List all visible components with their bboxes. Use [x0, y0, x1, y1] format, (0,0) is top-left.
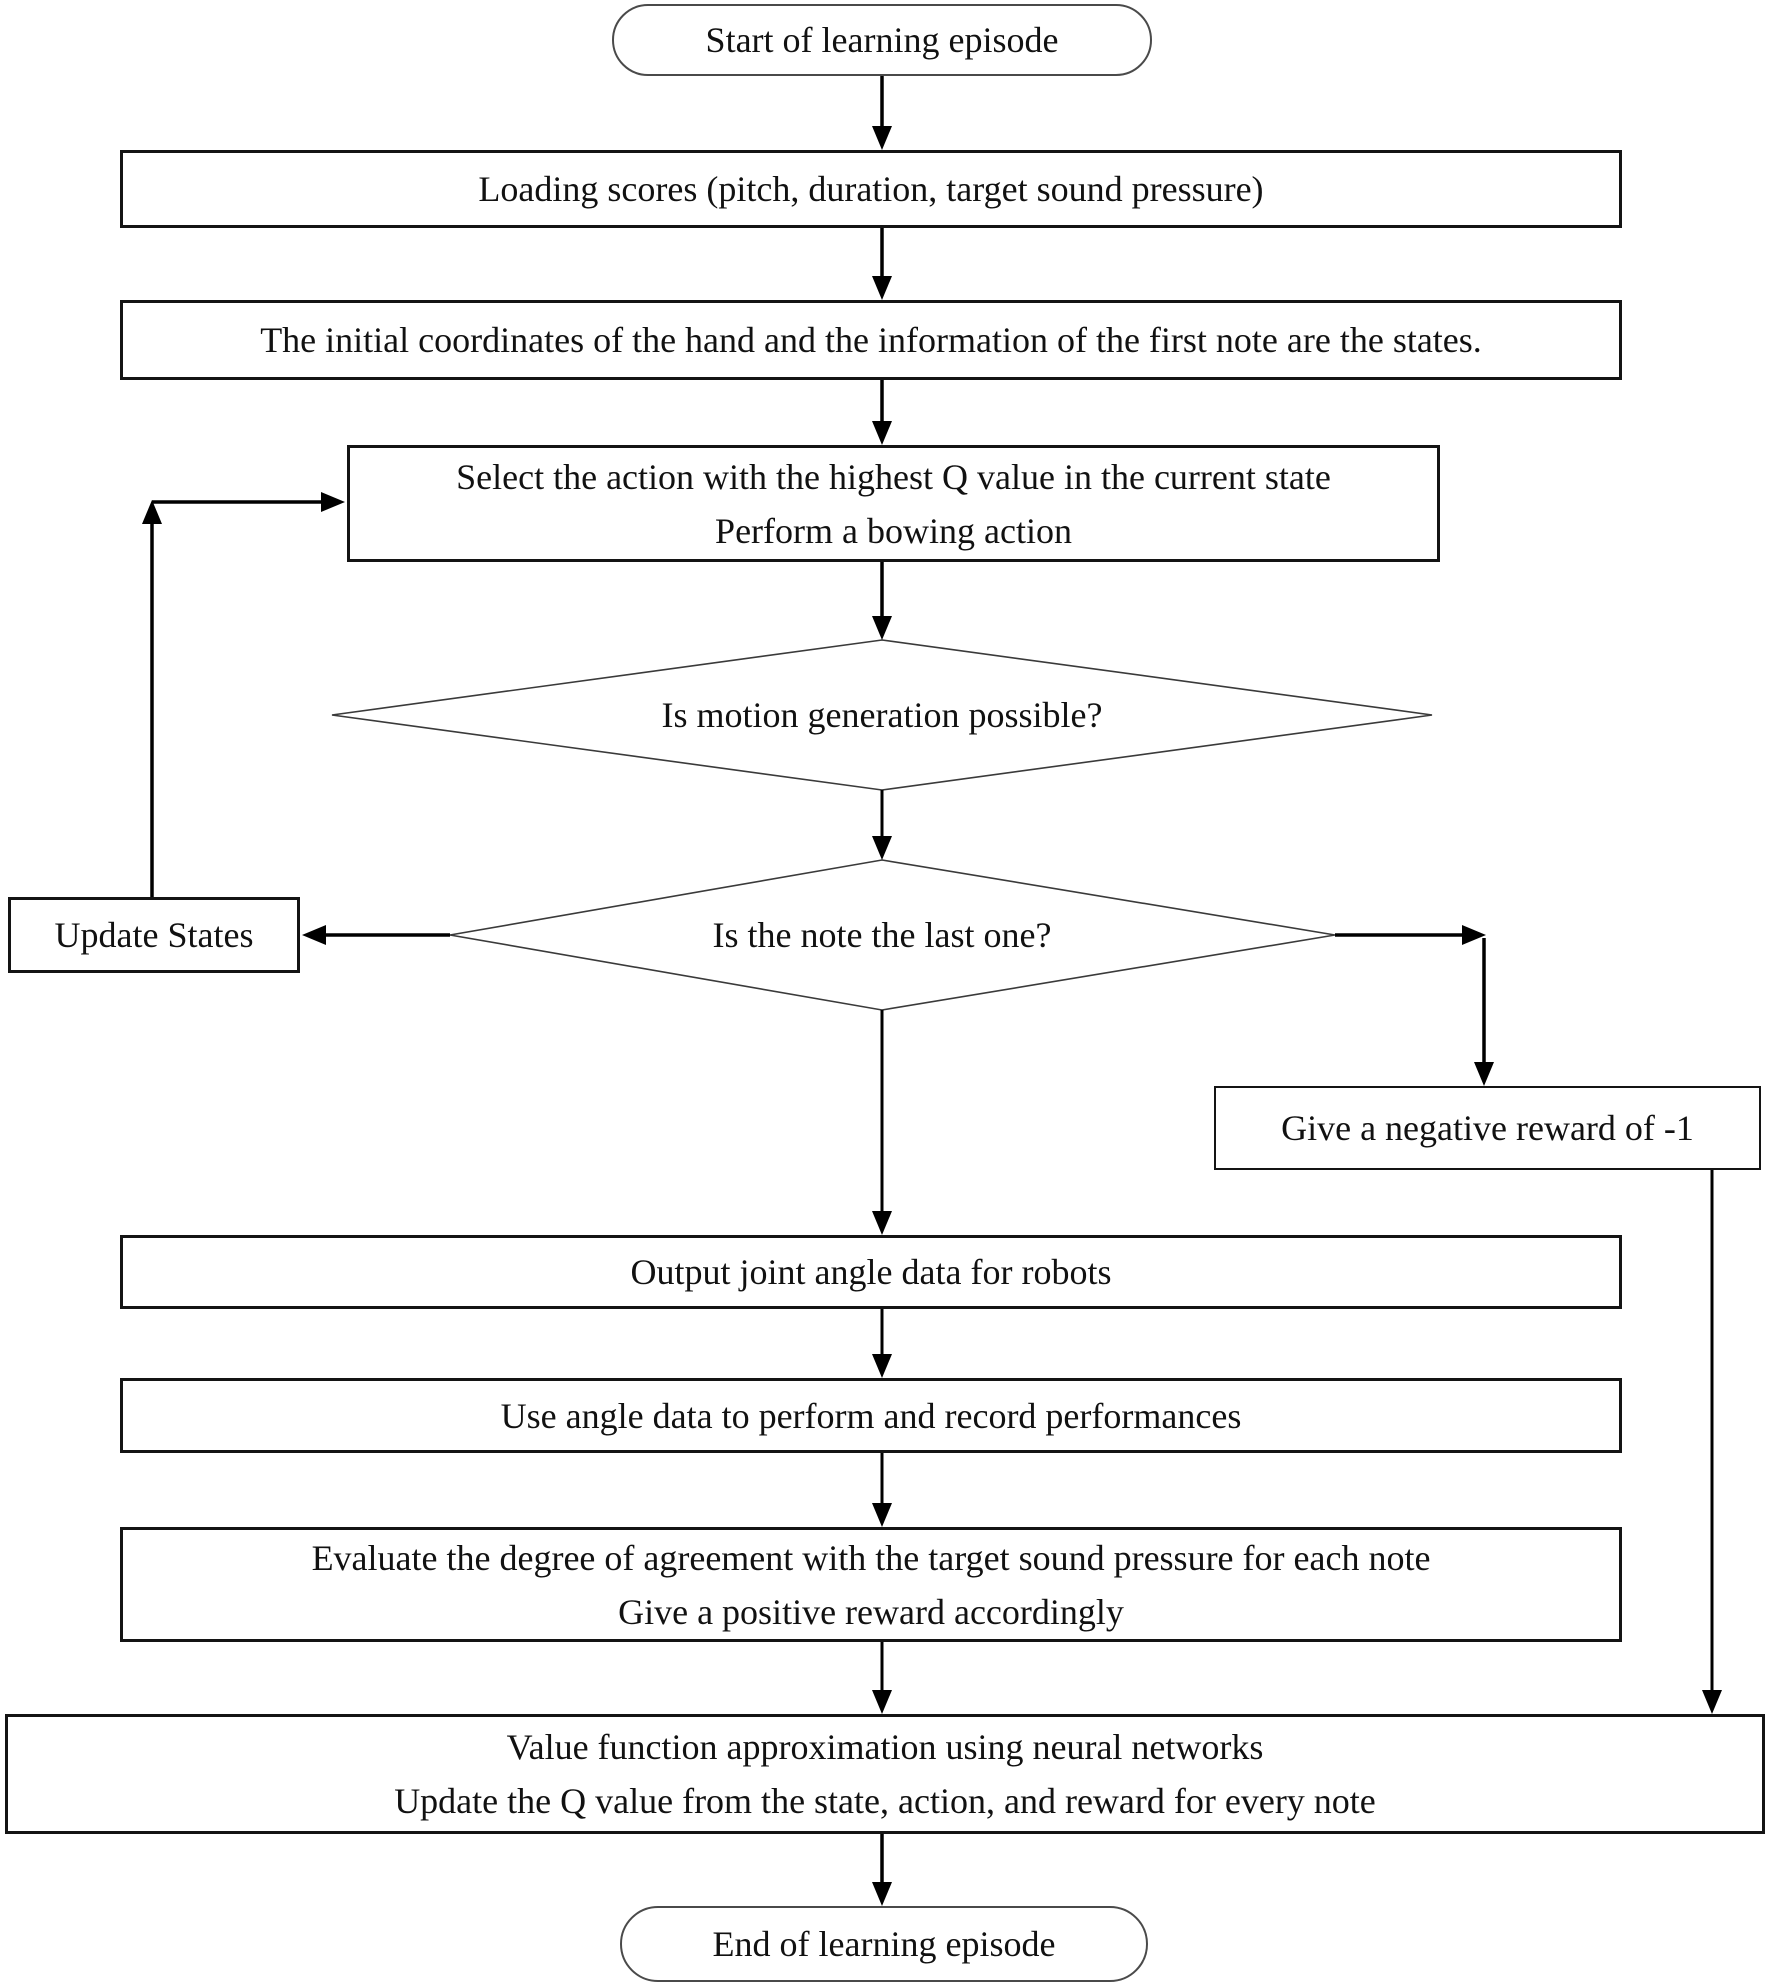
record-performance-label: Use angle data to perform and record per… [500, 1395, 1242, 1436]
decision-last-note-label: Is the note the last one? [712, 915, 1052, 955]
start-terminator: Start of learning episode [612, 4, 1152, 76]
arrow-motion-to-lastnote-head [872, 836, 892, 860]
select-action-line1: Select the action with the highest Q val… [456, 456, 1331, 497]
negative-reward-label: Give a negative reward of -1 [1281, 1108, 1694, 1148]
process-loading-scores: Loading scores (pitch, duration, target … [120, 150, 1622, 228]
arrow-lastnote-corner-head [1462, 925, 1486, 945]
loop-update-right-head [321, 492, 345, 512]
arrow-states-to-select-head [872, 421, 892, 445]
evaluate-reward-line2: Give a positive reward accordingly [618, 1591, 1124, 1632]
arrow-start-to-loading-head [872, 126, 892, 150]
update-states-label: Update States [54, 915, 254, 955]
end-label: End of learning episode [712, 1924, 1056, 1964]
value-function-line1: Value function approximation using neura… [506, 1727, 1264, 1767]
arrow-lastnote-to-update-head [302, 925, 326, 945]
evaluate-reward-line1: Evaluate the degree of agreement with th… [311, 1537, 1431, 1578]
arrow-output-to-record-head [872, 1354, 892, 1378]
process-select-action: Select the action with the highest Q val… [347, 445, 1440, 562]
arrow-lastnote-to-negative-head [1474, 1062, 1494, 1086]
process-record-performance: Use angle data to perform and record per… [120, 1378, 1622, 1453]
arrow-record-to-evaluate-head [872, 1503, 892, 1527]
end-terminator: End of learning episode [620, 1906, 1148, 1982]
arrow-loading-to-states-head [872, 276, 892, 300]
start-label: Start of learning episode [705, 20, 1059, 60]
process-output-joint-angles: Output joint angle data for robots [120, 1235, 1622, 1309]
value-function-line2: Update the Q value from the state, actio… [394, 1781, 1376, 1821]
arrow-value-to-end-head [872, 1882, 892, 1906]
arrow-select-to-motion-head [872, 616, 892, 640]
arrow-negative-to-value-head [1702, 1690, 1722, 1714]
process-update-states: Update States [8, 897, 300, 973]
decision-motion-possible-label: Is motion generation possible? [661, 695, 1103, 735]
process-value-function: Value function approximation using neura… [5, 1714, 1765, 1834]
process-evaluate-reward: Evaluate the degree of agreement with th… [120, 1527, 1622, 1642]
process-negative-reward: Give a negative reward of -1 [1214, 1086, 1761, 1170]
output-joint-angles-label: Output joint angle data for robots [630, 1252, 1112, 1292]
arrow-lastnote-to-output-head [872, 1211, 892, 1235]
initial-states-label: The initial coordinates of the hand and … [260, 320, 1482, 360]
loop-update-up-head [142, 500, 162, 524]
process-initial-states: The initial coordinates of the hand and … [120, 300, 1622, 380]
arrow-evaluate-to-value-head [872, 1690, 892, 1714]
loading-scores-label: Loading scores (pitch, duration, target … [478, 169, 1264, 209]
select-action-line2: Perform a bowing action [715, 510, 1072, 551]
